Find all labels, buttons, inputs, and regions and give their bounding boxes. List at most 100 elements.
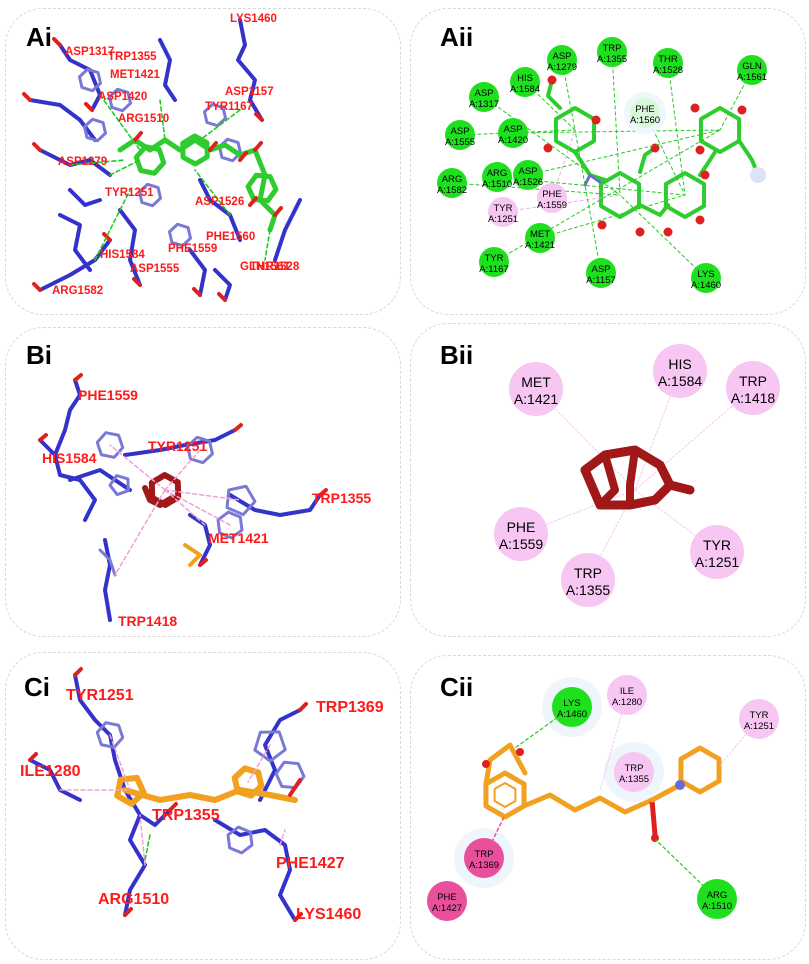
ai-residue-label: TYR1167	[205, 101, 253, 113]
aii-residue-name: ARG	[442, 174, 463, 185]
ligand-ring	[133, 144, 167, 176]
ci-residue-label: ILE1280	[20, 763, 81, 780]
panel-label-cii: Cii	[440, 672, 474, 702]
cii-residue-name: TRP	[625, 763, 644, 774]
aii-residue-name: ASP	[518, 166, 537, 177]
ai-residue-label: ASP1157	[225, 86, 274, 98]
oxygen-atom	[28, 752, 38, 762]
hbond-line	[144, 834, 151, 861]
bi-structure: PHE1559HIS1584TYR1251TRP1355MET1421TRP14…	[38, 373, 371, 629]
oxygen-atom	[73, 373, 83, 382]
aii-residue-disc	[479, 247, 509, 277]
pi-interaction-line	[164, 489, 241, 501]
oxygen-atom	[737, 105, 747, 115]
cii-residue-number: A:1251	[744, 721, 774, 732]
oxygen-atom	[52, 37, 62, 47]
cii-residue-name: ILE	[620, 686, 634, 697]
aii-residue-name: ASP	[591, 264, 610, 275]
protein-stick	[138, 808, 172, 827]
ai-residue-label: LYS1460	[230, 13, 277, 25]
oxygen-atom	[133, 131, 143, 142]
hbond-line	[264, 229, 271, 261]
ligand-bond	[638, 203, 670, 217]
piperidine-ring	[678, 745, 722, 795]
cii-residue-number: A:1460	[557, 709, 587, 720]
panel-label-bi: Bi	[26, 340, 52, 370]
bii-residue-disc	[726, 361, 780, 415]
bii-residue-disc	[690, 525, 744, 579]
bii-residue-disc	[494, 507, 548, 561]
ai-residue-label: TRP1355	[108, 51, 157, 63]
aii-residue-disc	[469, 82, 499, 112]
aii-residue-disc	[482, 162, 512, 192]
ai-residue-label: ARG1582	[52, 285, 103, 297]
panel-label-ci: Ci	[24, 672, 50, 702]
aromatic-ring	[226, 825, 254, 855]
protein-stick	[38, 148, 112, 177]
bi-residue-label: PHE1559	[78, 387, 138, 403]
ai-residue-label: MET1421	[110, 69, 160, 81]
interaction-line	[512, 129, 721, 134]
bii-residue-number: A:1418	[731, 390, 776, 406]
aii-residue-disc	[586, 258, 616, 288]
aii-residue-number: A:1559	[537, 200, 567, 211]
aromatic-ring	[202, 102, 228, 128]
protein-stick	[38, 438, 97, 522]
hbond-line	[109, 159, 141, 176]
bii-residue-name: HIS	[668, 356, 691, 372]
oxygen-atom	[663, 227, 673, 237]
interaction-line	[719, 69, 753, 131]
protein-stick	[228, 493, 322, 517]
ai-residue-label: TYR1251	[105, 187, 154, 199]
oxygen-atom	[233, 423, 243, 432]
protein-stick	[68, 188, 102, 207]
aii-residue-name: THR	[658, 54, 678, 65]
protein-stick	[28, 758, 82, 802]
aii-residue-name: TYR	[494, 203, 513, 214]
interaction-line	[667, 62, 686, 196]
aii-residue-number: A:1555	[445, 137, 475, 148]
pi-interaction-line	[164, 449, 201, 491]
aii-residue-number: A:1420	[498, 135, 528, 146]
ligand-ring	[231, 765, 265, 799]
aromatic-ring	[95, 721, 125, 749]
aromatic-ring	[95, 431, 125, 459]
pi-interaction-line	[247, 744, 271, 783]
bii-residue-name: TYR	[703, 537, 731, 553]
aii-residue-name: ASP	[552, 51, 571, 62]
oxygen-atom	[38, 433, 48, 442]
pi-interaction-line	[164, 489, 231, 526]
oxygen-atom	[253, 141, 263, 152]
hbond-line	[194, 169, 231, 216]
ligand-stick	[596, 451, 619, 509]
protein-stick	[68, 468, 132, 492]
interaction-line	[459, 129, 576, 136]
oxygen-atom	[168, 802, 178, 812]
bii-residue-number: A:1559	[499, 536, 544, 552]
aii-residue-number: A:1560	[630, 115, 660, 126]
oxygen-atom	[597, 220, 607, 230]
cii-residue-name: LYS	[563, 698, 580, 709]
benzene-ring	[483, 770, 527, 820]
interaction-line	[483, 96, 621, 196]
aii-residue-number: A:1355	[597, 54, 627, 65]
ligand-stick	[626, 446, 639, 509]
protein-stick	[188, 248, 207, 297]
cii-residue-disc	[464, 838, 504, 878]
panel-label-aii: Aii	[440, 22, 474, 52]
halo	[750, 167, 766, 183]
protein-stick	[213, 268, 232, 302]
interaction-line	[611, 51, 621, 196]
oxygen-atom	[22, 92, 32, 102]
ai-residue-label: ASP1317	[65, 46, 114, 58]
oxygen-atom	[273, 206, 283, 217]
ci-residue-label: LYS1460	[296, 906, 361, 923]
aii-residue-disc	[653, 48, 683, 78]
amine-bond	[583, 173, 602, 187]
aii-residue-name: GLN	[742, 61, 762, 72]
aii-residue-number: A:1421	[525, 240, 555, 251]
panel-cii	[410, 655, 806, 960]
aii-residue-name: MET	[530, 229, 550, 240]
oxygen-atom	[248, 196, 258, 207]
cii-residue-name: TYR	[750, 710, 769, 721]
